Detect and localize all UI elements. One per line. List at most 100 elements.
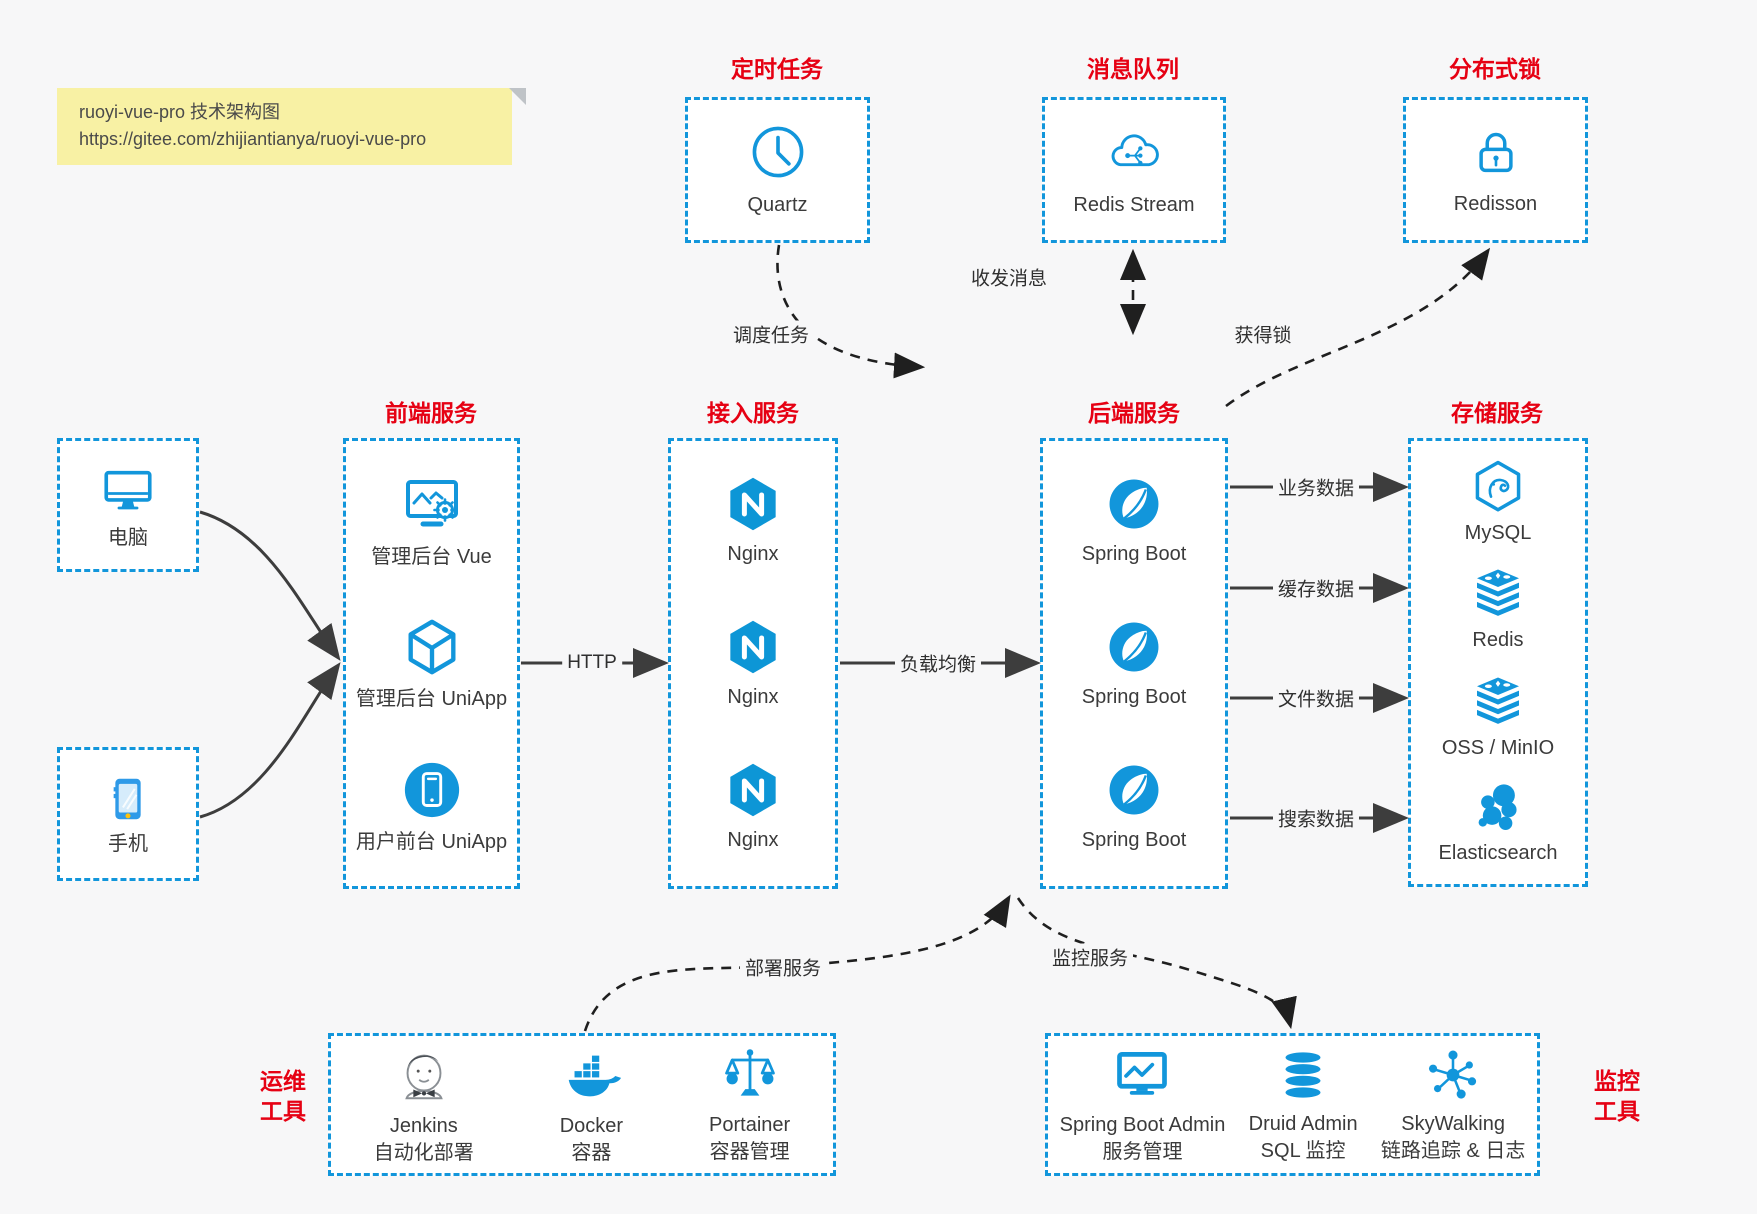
frontend-box: 管理后台 Vue 管理后台 UniApp 用户前台 UniApp — [343, 438, 520, 889]
backend-box: Spring Boot Spring Boot Spring Boot — [1040, 438, 1228, 889]
storage-item-elasticsearch: Elasticsearch — [1438, 781, 1558, 866]
spring-icon — [1105, 475, 1163, 533]
mobile-app-icon — [401, 759, 463, 821]
sba-icon — [1112, 1045, 1172, 1105]
smartphone-icon — [101, 772, 155, 826]
edge-label-deploy-service: 部署服务 — [739, 953, 827, 981]
storage-item-oss-minio: OSS / MinIO — [1442, 674, 1554, 761]
nginx-icon — [724, 761, 782, 819]
ops-item-sublabel: 自动化部署 — [373, 1141, 474, 1164]
monitoring-item-sba: Spring Boot Admin 服务管理 — [1060, 1045, 1225, 1165]
redis-stream-box: Redis Stream — [1042, 97, 1226, 243]
spring-icon — [1105, 618, 1163, 676]
ops-item-jenkins: Jenkins 自动化部署 — [374, 1044, 474, 1166]
edge-label-load-balance: 负载均衡 — [894, 649, 982, 677]
backend-item-label: Spring Boot — [1081, 828, 1187, 851]
edge-label-monitor-service: 监控服务 — [1046, 943, 1134, 971]
edge-label-send-receive-message: 收发消息 — [965, 263, 1053, 291]
node-label-pc: 电脑 — [108, 526, 148, 549]
frontend-item-admin-vue: 管理后台 Vue — [371, 472, 492, 570]
storage-box: MySQL Redis OSS / MinIO Elasticsearch — [1408, 438, 1588, 887]
edge-label-acquire-lock: 获得锁 — [1229, 320, 1297, 348]
ops-item-sublabel: 容器管理 — [709, 1140, 790, 1163]
node-label-quartz: Quartz — [747, 193, 808, 216]
ops-item-label: Docker — [559, 1114, 624, 1137]
druid-icon — [1275, 1046, 1331, 1104]
monitoring-item-druid: Druid Admin SQL 监控 — [1249, 1046, 1358, 1164]
edge-schedule-task — [776, 244, 926, 379]
edge-label-search-data: 搜索数据 — [1272, 804, 1360, 832]
pc-client-box: 电脑 — [57, 438, 199, 572]
gateway-item-nginx-2: Nginx — [724, 618, 782, 710]
title-backend-services: 后端服务 — [1088, 400, 1180, 426]
gateway-item-label: Nginx — [727, 542, 779, 565]
gateway-item-label: Nginx — [727, 685, 779, 708]
ops-title-line2: 工具 — [260, 1098, 306, 1124]
ops-title-line1: 运维 — [260, 1068, 306, 1094]
backend-item-springboot-3: Spring Boot — [1081, 761, 1187, 853]
quartz-box: Quartz — [685, 97, 870, 243]
sticky-note: ruoyi-vue-pro 技术架构图 https://gitee.com/zh… — [57, 88, 526, 165]
portainer-icon — [720, 1045, 780, 1105]
edge-label-file-data: 文件数据 — [1272, 684, 1360, 712]
ops-item-sublabel: 容器 — [571, 1141, 612, 1164]
monitoring-title-line2: 工具 — [1594, 1098, 1640, 1124]
ops-item-docker: Docker 容器 — [559, 1044, 623, 1166]
monitoring-item-label: SkyWalking — [1401, 1112, 1505, 1135]
backend-item-springboot-2: Spring Boot — [1081, 618, 1187, 710]
edge-label-business-data: 业务数据 — [1272, 473, 1360, 501]
storage-item-label: Elasticsearch — [1438, 841, 1558, 864]
clock-icon — [749, 123, 807, 181]
monitoring-item-label: Druid Admin — [1248, 1112, 1358, 1135]
monitoring-tools-side-title: 监控 工具 — [1582, 1066, 1652, 1126]
edge-phone-to-frontend — [199, 662, 341, 819]
storage-item-label: MySQL — [1464, 522, 1532, 545]
gateway-item-label: Nginx — [727, 828, 779, 851]
skywalking-icon — [1424, 1046, 1482, 1104]
node-label-redisson: Redisson — [1453, 192, 1538, 215]
monitoring-item-sublabel: 链路追踪 & 日志 — [1380, 1139, 1526, 1162]
node-label-redis-stream: Redis Stream — [1073, 193, 1195, 216]
nginx-icon — [724, 475, 782, 533]
frontend-item-label: 管理后台 Vue — [371, 546, 492, 569]
edge-label-http: HTTP — [562, 652, 622, 674]
redisson-box: Redisson — [1403, 97, 1588, 243]
storage-item-label: Redis — [1472, 629, 1524, 652]
note-title: ruoyi-vue-pro 技术架构图 — [79, 102, 281, 122]
edge-label-cache-data: 缓存数据 — [1272, 574, 1360, 602]
gateway-item-nginx-3: Nginx — [724, 761, 782, 853]
title-storage-services: 存储服务 — [1451, 400, 1543, 426]
title-gateway-services: 接入服务 — [707, 400, 799, 426]
monitoring-item-skywalking: SkyWalking 链路追踪 & 日志 — [1381, 1046, 1525, 1164]
ops-tools-side-title: 运维 工具 — [248, 1066, 318, 1126]
storage-item-redis: Redis — [1470, 566, 1526, 653]
storage-item-mysql: MySQL — [1464, 459, 1532, 546]
frontend-item-user-uniapp: 用户前台 UniApp — [356, 759, 507, 855]
jenkins-icon — [393, 1044, 455, 1106]
monitoring-tools-box: Spring Boot Admin 服务管理 Druid Admin SQL 监… — [1045, 1033, 1540, 1176]
oss-icon — [1470, 674, 1526, 730]
gateway-item-nginx-1: Nginx — [724, 475, 782, 567]
cloud-stream-icon — [1102, 123, 1166, 181]
title-scheduled-task: 定时任务 — [731, 56, 823, 82]
mysql-icon — [1470, 459, 1526, 515]
edge-label-schedule-task: 调度任务 — [727, 320, 815, 348]
title-message-queue: 消息队列 — [1087, 56, 1179, 82]
frontend-item-label: 用户前台 UniApp — [355, 830, 508, 853]
title-distributed-lock: 分布式锁 — [1449, 56, 1541, 82]
gateway-box: Nginx Nginx Nginx — [668, 438, 838, 889]
ops-tools-box: Jenkins 自动化部署 Docker 容器 Portainer 容器管理 — [328, 1033, 836, 1176]
docker-icon — [559, 1044, 623, 1106]
phone-client-box: 手机 — [57, 747, 199, 881]
backend-item-label: Spring Boot — [1081, 685, 1187, 708]
spring-icon — [1105, 761, 1163, 819]
backend-item-label: Spring Boot — [1081, 542, 1187, 565]
node-label-phone: 手机 — [108, 832, 148, 855]
backend-item-springboot-1: Spring Boot — [1081, 475, 1187, 567]
storage-item-label: OSS / MinIO — [1441, 736, 1555, 759]
ops-item-label: Jenkins — [389, 1114, 458, 1137]
ops-item-portainer: Portainer 容器管理 — [709, 1045, 790, 1165]
redis-icon — [1470, 566, 1526, 622]
desktop-icon — [99, 460, 157, 518]
